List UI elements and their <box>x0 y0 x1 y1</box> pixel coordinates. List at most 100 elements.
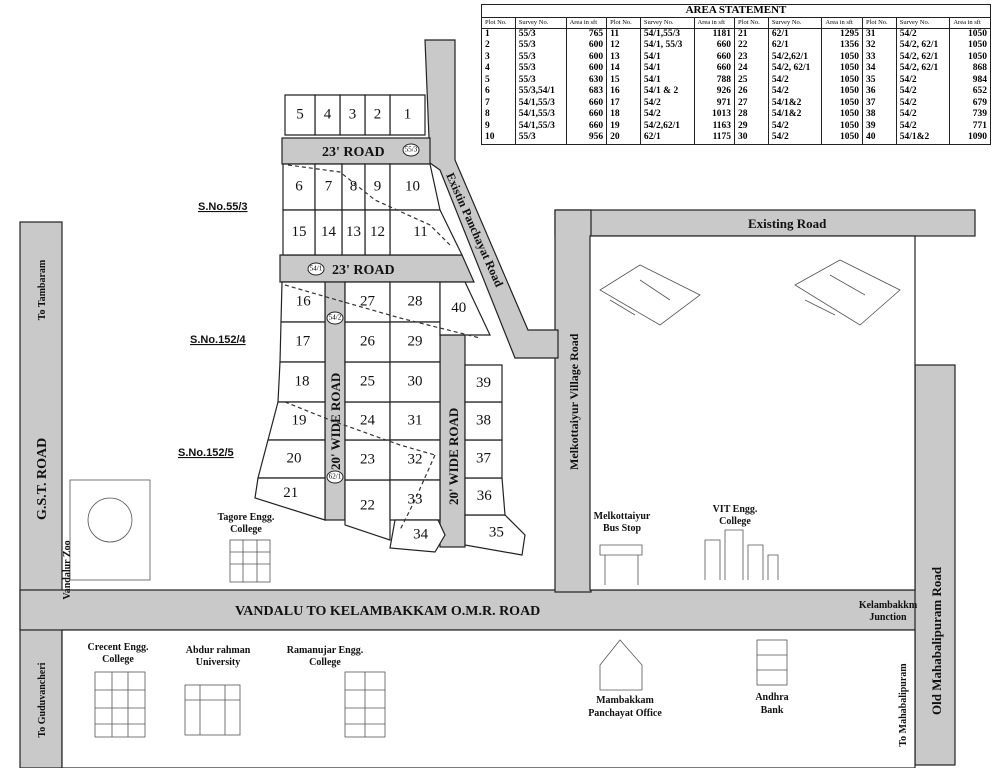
plot-number: 21 <box>283 485 298 501</box>
survey-no-cell: 54/2,62/1 <box>639 120 695 132</box>
area-cell: 1356 <box>821 40 863 52</box>
column-header: Plot No. <box>861 17 897 29</box>
plot-32[interactable]: 32 <box>389 439 441 481</box>
svg-text:VIT Engg.: VIT Engg. <box>713 504 758 515</box>
plot-no-cell: 5 <box>481 74 516 86</box>
plot-23[interactable]: 23 <box>344 439 391 481</box>
plot-14[interactable]: 14 <box>314 209 343 256</box>
plot-18[interactable]: 18 <box>277 361 326 403</box>
plot-number: 40 <box>451 300 466 316</box>
area-cell: 771 <box>949 120 991 132</box>
svg-text:55/3: 55/3 <box>405 146 418 154</box>
plot-no-cell: 8 <box>481 109 516 121</box>
existing-road <box>554 209 976 237</box>
plot-8[interactable]: 8 <box>341 163 366 211</box>
survey-marker: 54/1 <box>307 262 325 276</box>
svg-text:College: College <box>719 516 751 527</box>
plot-no-cell: 22 <box>734 40 769 52</box>
svg-text:College: College <box>309 657 341 668</box>
plot-22[interactable]: 22 <box>344 479 391 541</box>
plot-37[interactable]: 37 <box>464 439 503 479</box>
plot-26[interactable]: 26 <box>344 321 391 363</box>
plot-no-cell: 13 <box>606 51 641 63</box>
plot-no-cell: 29 <box>734 120 769 132</box>
plot-20[interactable]: 20 <box>257 439 326 479</box>
plot-number: 32 <box>408 451 423 467</box>
plot-24[interactable]: 24 <box>344 401 391 441</box>
plot-17[interactable]: 17 <box>279 321 326 363</box>
plot-9[interactable]: 9 <box>364 163 391 211</box>
survey-no-cell: 54/1 <box>639 63 695 75</box>
survey-no-cell: 54/1,55/3 <box>514 109 567 121</box>
plot-no-cell: 24 <box>734 63 769 75</box>
plot-number: 31 <box>408 412 423 428</box>
svg-text:Abdur rahman: Abdur rahman <box>186 645 251 656</box>
survey-no-cell: 54/1 <box>639 51 695 63</box>
area-cell: 600 <box>565 63 608 75</box>
plot-31[interactable]: 31 <box>389 401 441 441</box>
survey-boundary <box>399 454 436 531</box>
plot-39[interactable]: 39 <box>464 364 503 403</box>
east-area <box>589 235 916 591</box>
plot-6[interactable]: 6 <box>282 163 316 211</box>
plot-12[interactable]: 12 <box>364 209 391 256</box>
column-header: Survey No. <box>514 17 567 29</box>
svg-text:Andhra: Andhra <box>755 692 788 703</box>
plot-36[interactable]: 36 <box>464 477 506 516</box>
plot-3[interactable]: 3 <box>339 94 366 136</box>
plot-19[interactable]: 19 <box>267 401 326 441</box>
svg-text:Vandalur Zoo: Vandalur Zoo <box>62 540 73 599</box>
plot-no-cell: 11 <box>606 28 641 40</box>
plot-5[interactable]: 5 <box>284 94 316 136</box>
column-header: Area in sft <box>821 17 863 29</box>
plot-no-cell: 30 <box>734 132 769 144</box>
plot-29[interactable]: 29 <box>389 321 441 363</box>
plot-30[interactable]: 30 <box>389 361 441 403</box>
plot-21[interactable]: 21 <box>254 477 326 521</box>
plot-4[interactable]: 4 <box>314 94 341 136</box>
column-header: Plot No. <box>481 17 516 29</box>
area-cell: 660 <box>693 40 736 52</box>
plot-28[interactable]: 28 <box>389 281 441 323</box>
plot-no-cell: 15 <box>606 74 641 86</box>
survey-no-cell: 54/2 <box>895 109 951 121</box>
svg-text:Crecent Engg.: Crecent Engg. <box>88 642 149 653</box>
plot-7[interactable]: 7 <box>314 163 343 211</box>
plot-1[interactable]: 1 <box>389 94 426 136</box>
plot-no-cell: 38 <box>861 109 897 121</box>
plot-34[interactable]: 34 <box>389 519 446 553</box>
plot-no-cell: 39 <box>861 120 897 132</box>
plot-13[interactable]: 13 <box>341 209 366 256</box>
area-cell: 956 <box>565 132 608 144</box>
plot-35[interactable]: 35 <box>464 514 526 556</box>
plot-25[interactable]: 25 <box>344 361 391 403</box>
plot-no-cell: 37 <box>861 97 897 109</box>
plot-15[interactable]: 15 <box>282 209 316 256</box>
plot-number: 9 <box>374 178 382 194</box>
survey-boundary <box>284 401 436 456</box>
plot-40[interactable]: 40 <box>439 281 491 336</box>
svg-text:University: University <box>196 657 240 668</box>
plot-10[interactable]: 10 <box>389 163 441 211</box>
survey-no-cell: 54/2 <box>767 74 823 86</box>
plot-no-cell: 35 <box>861 74 897 86</box>
plot-no-cell: 12 <box>606 40 641 52</box>
plot-number: 8 <box>350 178 358 194</box>
plot-no-cell: 28 <box>734 109 769 121</box>
survey-no-cell: 54/1&2 <box>767 97 823 109</box>
area-cell: 926 <box>693 86 736 98</box>
plot-outline <box>389 519 446 553</box>
survey-no-cell: 54/1,55/3 <box>514 97 567 109</box>
plot-11[interactable]: 11 <box>389 209 463 256</box>
plot-27[interactable]: 27 <box>344 281 391 323</box>
plot-2[interactable]: 2 <box>364 94 391 136</box>
plot-38[interactable]: 38 <box>464 401 503 441</box>
column-header: Area in sft <box>949 17 991 29</box>
svg-text:Junction: Junction <box>869 612 907 623</box>
plot-number: 29 <box>408 333 423 349</box>
area-cell: 739 <box>949 109 991 121</box>
plot-16[interactable]: 16 <box>280 281 326 323</box>
